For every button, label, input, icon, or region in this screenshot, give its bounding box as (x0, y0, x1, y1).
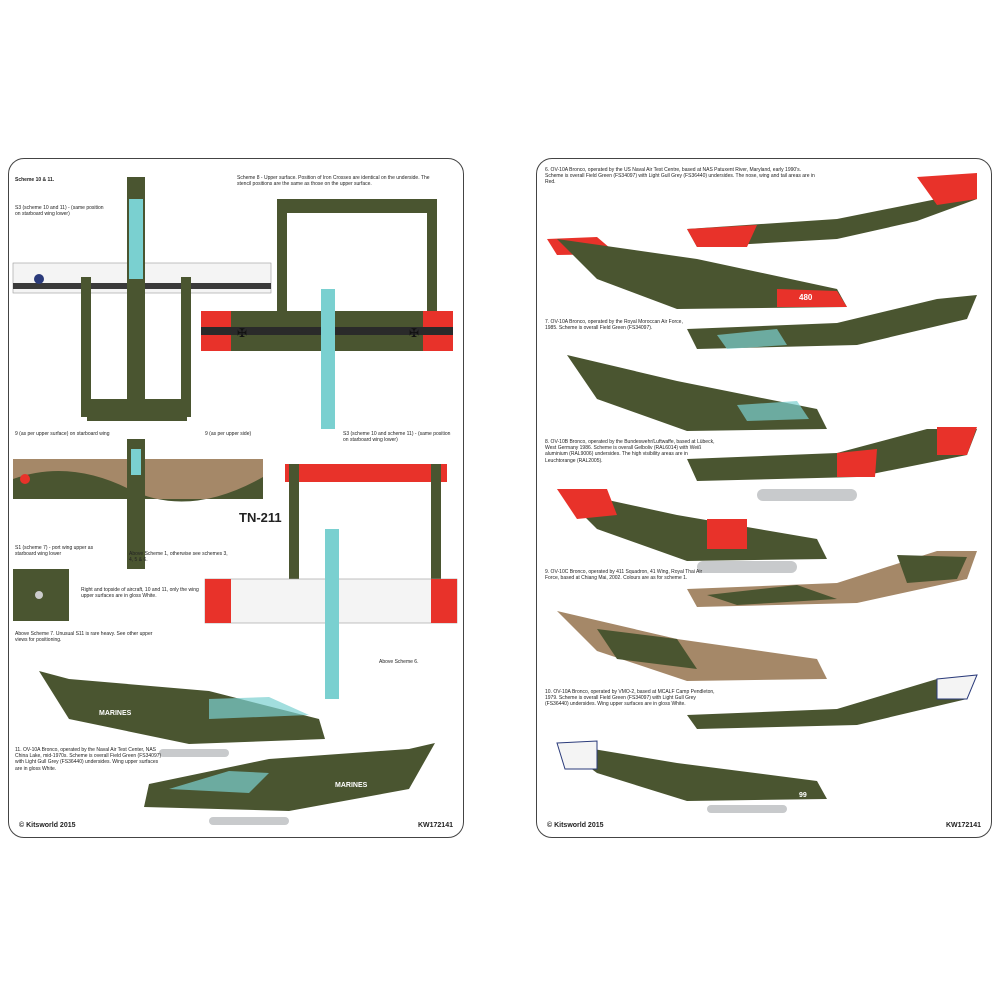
caption-scheme-7: 7. OV-10A Bronco, operated by the Royal … (545, 319, 683, 332)
caption-scheme-8: 8. OV-10B Bronco, operated by the Bundes… (545, 439, 715, 464)
tail-serial: TN-211 (239, 510, 282, 525)
aircraft-scheme-10 (556, 674, 978, 813)
marines-text-2: MARINES (335, 782, 368, 789)
aircraft-scheme-7 (567, 295, 977, 431)
tail-code: 155455 (43, 664, 67, 671)
caption-scheme-9: 9. OV-10C Bronco, operated by 411 Squadr… (545, 569, 703, 582)
left-sheet-artwork: ✠ ✠ (12, 177, 458, 825)
scheme-10-11-label: Scheme 10 & 11. (15, 177, 55, 183)
svg-text:✠: ✠ (409, 326, 419, 340)
caption-scheme-6: 6. OV-10A Bronco, operated by the US Nav… (545, 167, 815, 186)
scheme-10-note: S3 (scheme 10 and scheme 11) - (same pos… (343, 431, 451, 443)
aircraft-scheme-9 (557, 551, 977, 681)
scheme-1-note: Above Scheme 1, otherwise see schemes 3,… (129, 551, 228, 563)
side-view-marines-1 (39, 671, 325, 757)
footer-copyright: © Kitsworld 2015 (19, 822, 76, 829)
scheme-9-note: 9 (as per upper surface) on starboard wi… (15, 431, 110, 437)
decal-sheet-left: ✠ ✠ (8, 158, 464, 838)
scheme-9-under-note: 9 (as per upper side) (205, 431, 252, 437)
decal-sheet-right: 6. OV-10A Bronco, operated by the US Nav… (536, 158, 992, 838)
scheme-10-11-note: S3 (scheme 10 and 11) - (same position o… (15, 205, 104, 217)
scheme-7-bottom-note: Above Scheme 7. Unusual S11 is rare heav… (15, 631, 153, 643)
planform-red-tail (204, 464, 458, 699)
footer-code: KW172141 (417, 822, 453, 829)
planform-camo (13, 439, 263, 621)
scheme-6-note: Above Scheme 6. (379, 659, 419, 665)
footer-code: KW172141 (945, 822, 981, 829)
scheme-8-note: Scheme 8 - Upper surface. Position of Ir… (237, 175, 430, 187)
side-view-marines-2 (144, 743, 435, 825)
right-sheet-artwork (547, 173, 978, 813)
planform-white-wing (12, 177, 272, 421)
light-note: Right and topside of aircraft, 10 and 11… (81, 587, 199, 599)
svg-text:✠: ✠ (237, 326, 247, 340)
scheme-11-caption: 11. OV-10A Bronco, operated by the Naval… (15, 747, 162, 772)
planform-red-tips: ✠ ✠ (201, 199, 453, 429)
scheme-7-note: S1 (scheme 7) - port wing upper as starb… (15, 545, 94, 557)
aircraft-scheme-8 (557, 427, 977, 573)
marines-text-1: MARINES (99, 710, 132, 717)
aircraft-scheme-6 (547, 173, 977, 309)
code-480-upper: 480 (789, 243, 803, 252)
code-99: 99 (799, 792, 807, 799)
footer-copyright: © Kitsworld 2015 (547, 822, 604, 829)
code-480-lower: 480 (799, 293, 813, 302)
caption-scheme-10: 10. OV-10A Bronco, operated by VMO-2, ba… (545, 689, 715, 708)
